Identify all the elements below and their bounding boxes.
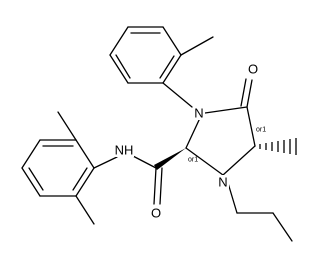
imidazolidinone-ring [185,106,256,176]
c2-wedge [154,148,186,170]
propyl-bond-3 [272,212,293,242]
atom-n-propyl: N [218,175,227,190]
aryl-methyl-top [57,111,77,141]
amide-co-bond-1 [153,167,157,205]
dimethylphenyl-ring [21,139,95,197]
amide-co-bond-2 [159,167,163,205]
propyl-bond-1 [227,182,238,214]
tolyl-methyl-bond [180,36,214,56]
ketone-bond-2 [240,78,247,107]
atom-nh-amide: NH [115,143,134,158]
atom-n-aryl: N [194,106,203,121]
stereo-label-c2: or1 [188,157,198,164]
c5-methyl-hash [259,138,297,155]
amide-cn-bond [130,154,157,169]
aryl-methyl-bottom [75,195,95,225]
atom-o-amide: O [151,206,161,221]
tolyl-n-bond [162,82,193,108]
ketone-bond-1 [246,79,253,108]
tolyl-ring [109,26,182,84]
stereo-label-c5: or1 [256,127,266,134]
nh-aryl-bond [93,156,118,169]
atom-o-ketone: O [248,62,258,77]
